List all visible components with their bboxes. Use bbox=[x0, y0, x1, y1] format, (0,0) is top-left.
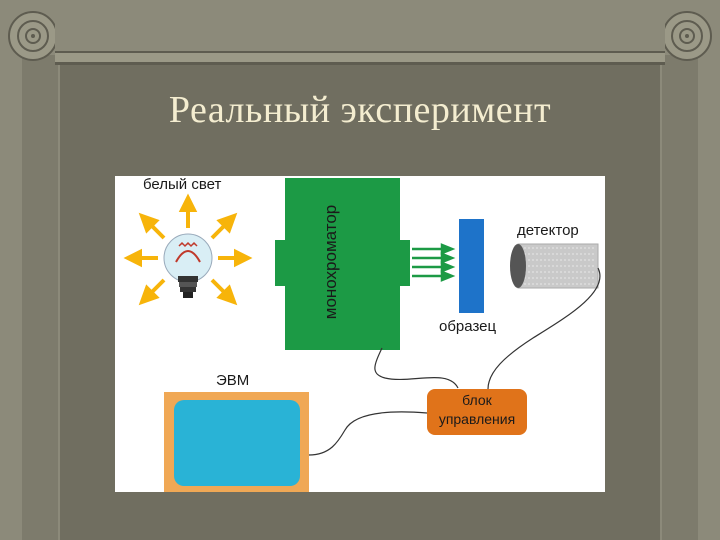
connection-cables bbox=[308, 267, 601, 456]
detector-icon bbox=[510, 243, 599, 289]
control-unit-label-line1: блок bbox=[462, 392, 492, 408]
computer-monitor bbox=[164, 392, 309, 492]
slide-title: Реальный эксперимент bbox=[168, 89, 552, 131]
monochromator-block bbox=[275, 178, 410, 350]
sample-label: образец bbox=[439, 318, 497, 335]
left-volute-ornament bbox=[8, 11, 58, 61]
computer-label: ЭВМ bbox=[216, 372, 250, 389]
monochromatic-beam-arrows bbox=[412, 243, 456, 282]
light-ray-arrows bbox=[123, 193, 253, 306]
monochromator-label: монохроматор bbox=[321, 204, 340, 320]
white-light-label: белый свет bbox=[143, 176, 222, 193]
sample-plate bbox=[459, 219, 484, 313]
control-unit-label-line2: управления bbox=[438, 411, 516, 427]
detector-label: детектор bbox=[517, 222, 579, 239]
light-bulb-icon bbox=[163, 233, 213, 298]
control-unit-box bbox=[427, 389, 527, 435]
right-volute-ornament bbox=[662, 11, 712, 61]
